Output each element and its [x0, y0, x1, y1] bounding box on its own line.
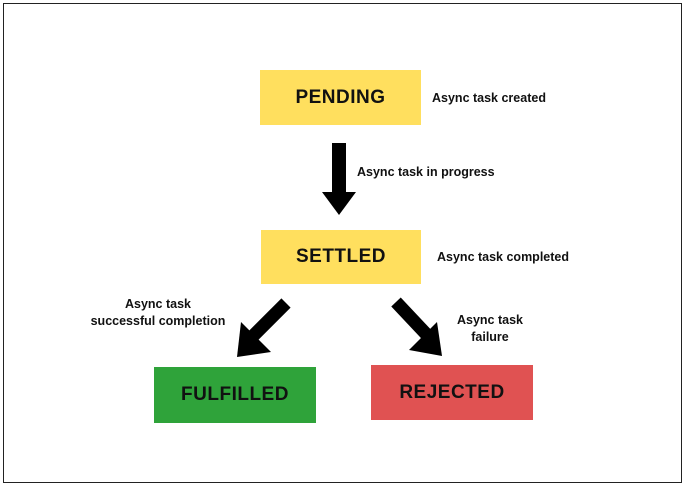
note-task-completed: Async task completed: [437, 250, 569, 264]
note-task-created: Async task created: [432, 91, 546, 105]
note-fulfill-line1: Async task: [124, 297, 191, 311]
note-fulfill-line2: successful completion: [90, 314, 226, 328]
arrow-settled-to-fulfilled: [237, 298, 291, 357]
state-pending: PENDING: [260, 70, 421, 125]
note-reject-line2: failure: [471, 330, 509, 344]
arrow-pending-to-settled: [322, 143, 356, 215]
note-reject-line1: Async task: [456, 313, 523, 327]
state-settled: SETTLED: [261, 230, 421, 284]
state-rejected: REJECTED: [371, 365, 533, 420]
note-task-in-progress: Async task in progress: [357, 165, 495, 179]
state-fulfilled: FULFILLED: [154, 367, 316, 423]
note-successful-completion: Async task successful completion: [88, 296, 228, 330]
diagram-frame: [3, 3, 682, 483]
note-failure: Async task failure: [450, 312, 530, 346]
arrow-settled-to-rejected: [391, 297, 442, 356]
